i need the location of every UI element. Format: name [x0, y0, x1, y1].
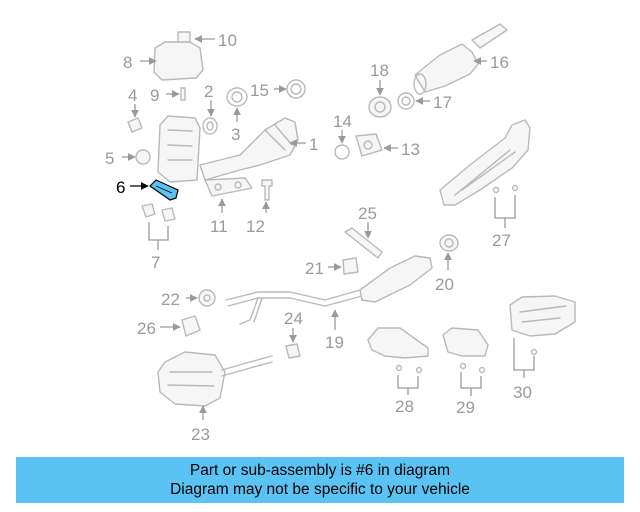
- part-14-gasket: [334, 144, 350, 160]
- callout-7: 7: [151, 253, 160, 272]
- part-18-gasket: [368, 96, 392, 118]
- callout-5: 5: [105, 149, 114, 168]
- callout-8: 8: [123, 53, 132, 72]
- callout-18: 18: [370, 61, 389, 80]
- callout-16: 16: [490, 53, 509, 72]
- part-7-hangers: [141, 203, 176, 222]
- part-20-clamp: [439, 234, 459, 252]
- part-22-hanger: [198, 289, 216, 307]
- part-21-hanger: [342, 257, 359, 275]
- callout-20: 20: [435, 275, 454, 294]
- callout-19: 19: [325, 333, 344, 352]
- part-27-heat-shield: [439, 119, 531, 206]
- callout-2: 2: [204, 82, 213, 101]
- callout-17: 17: [433, 93, 452, 112]
- callout-10: 10: [218, 31, 237, 50]
- part-23-rear-muffler: [157, 351, 273, 407]
- callout-25: 25: [358, 204, 377, 223]
- part-1-catalytic-converter: [157, 115, 299, 183]
- callout-22: 22: [161, 290, 180, 309]
- callout-12: 12: [246, 217, 265, 236]
- callout-26: 26: [137, 319, 156, 338]
- part-9-stud: [180, 87, 186, 101]
- callout-14: 14: [333, 112, 352, 131]
- callout-6: 6: [116, 178, 125, 197]
- part-13-flange: [355, 133, 383, 157]
- exhaust-parts-diagram: 10 8 4 9 2 3 15 1 5: [105, 23, 576, 444]
- part-6-highlighted-bracket: [149, 179, 179, 201]
- info-banner: Part or sub-assembly is #6 in diagram Di…: [16, 457, 624, 503]
- callout-4: 4: [128, 86, 137, 105]
- banner-line-2: Diagram may not be specific to your vehi…: [170, 481, 470, 498]
- part-19-intermediate-pipe: [225, 255, 433, 325]
- part-25-bracket: [344, 227, 383, 259]
- callout-21: 21: [305, 259, 324, 278]
- part-3-gasket: [226, 87, 248, 107]
- callout-9: 9: [150, 86, 159, 105]
- callout-29: 29: [456, 398, 475, 417]
- banner-line-1: Part or sub-assembly is #6 in diagram: [189, 462, 451, 479]
- part-30-heat-shield: [509, 295, 576, 356]
- callout-27: 27: [492, 231, 511, 250]
- callout-28: 28: [395, 397, 414, 416]
- part-11-bracket: [204, 177, 253, 197]
- part-12-bolt: [261, 179, 273, 201]
- part-26-bracket: [181, 315, 201, 337]
- callout-15: 15: [250, 81, 269, 100]
- callout-23: 23: [191, 425, 210, 444]
- callout-30: 30: [513, 383, 532, 402]
- part-28-heat-shield: [367, 327, 429, 374]
- callout-24: 24: [284, 309, 303, 328]
- callout-13: 13: [401, 140, 420, 159]
- part-29-heat-shield: [442, 327, 489, 374]
- callout-3: 3: [231, 125, 240, 144]
- part-5-grommet: [135, 149, 151, 165]
- part-24-hanger: [285, 343, 301, 359]
- part-10-sensor-cap: [153, 31, 204, 81]
- callout-1: 1: [309, 135, 318, 154]
- part-4-clip: [127, 117, 143, 133]
- part-17-gasket: [397, 92, 415, 110]
- part-15-gasket: [286, 79, 306, 99]
- part-2-gasket: [202, 117, 218, 135]
- callout-11: 11: [210, 217, 228, 236]
